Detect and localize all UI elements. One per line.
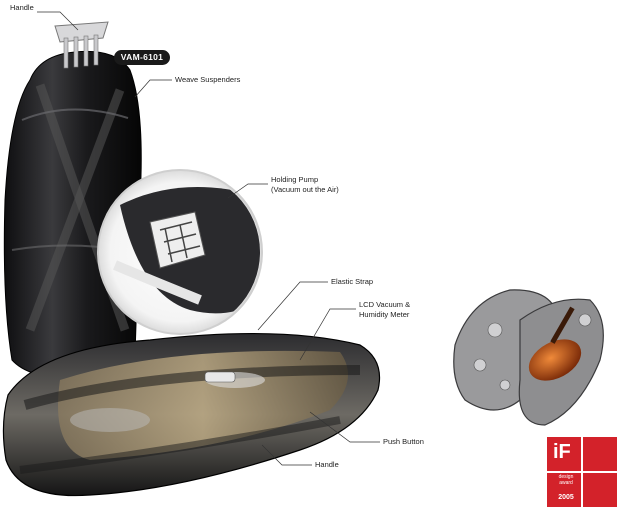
label-lcd-line2: Humidity Meter	[359, 310, 410, 319]
standing-case	[3, 50, 142, 379]
award-grid-horizontal	[547, 471, 617, 473]
leader-weave-suspenders	[134, 79, 172, 98]
label-handle-top: Handle	[10, 3, 34, 12]
label-holding-pump: Holding Pump (Vacuum out the Air)	[271, 175, 339, 195]
if-design-award-badge: iF design award 2005	[547, 437, 617, 507]
label-elastic-strap: Elastic Strap	[331, 277, 374, 286]
leader-push-button	[309, 411, 380, 443]
leader-lcd-meter	[299, 308, 356, 361]
leader-lines	[37, 11, 380, 466]
handle-top	[54, 21, 109, 69]
label-weave-suspenders: Weave Suspenders	[175, 75, 241, 84]
zoom-detail-circle	[97, 169, 263, 335]
leader-handle-top	[37, 11, 79, 31]
leader-handle-bottom	[261, 444, 312, 466]
label-handle-bottom: Handle	[315, 460, 339, 469]
award-logo: iF	[553, 441, 571, 463]
label-holding-pump-line1: Holding Pump	[271, 175, 319, 184]
label-holding-pump-line2: (Vacuum out the Air)	[271, 185, 339, 194]
award-year: 2005	[558, 494, 574, 501]
award-tag-line2: award	[559, 479, 573, 486]
label-lcd-meter: LCD Vacuum & Humidity Meter	[359, 300, 410, 320]
award-tag: design award	[553, 474, 579, 486]
model-badge: VAM-6101	[114, 50, 170, 65]
lying-case	[2, 333, 381, 497]
award-tag-line1: design	[558, 474, 574, 480]
open-case-photo	[453, 289, 604, 426]
label-lcd-line1: LCD Vacuum &	[359, 300, 411, 309]
leader-elastic-strap	[257, 281, 328, 331]
label-push-button: Push Button	[383, 437, 424, 446]
leader-holding-pump	[227, 183, 268, 199]
